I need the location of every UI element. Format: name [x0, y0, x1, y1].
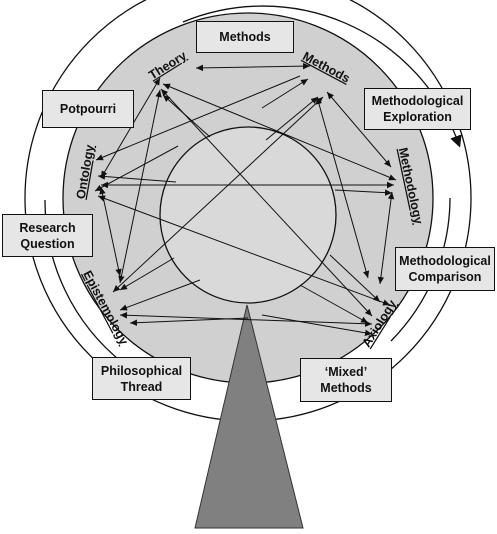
edge-arrow: [119, 312, 373, 327]
edges-group: [94, 62, 397, 336]
mixed-methods-box: ‘Mixed’ Methods: [300, 358, 392, 402]
research-question-box: Research Question: [2, 214, 93, 257]
edge-arrow: [265, 96, 319, 141]
philosophical-thread-box: Philosophical Thread: [92, 357, 191, 400]
edge-arrow: [119, 257, 175, 291]
edge-arrow: [334, 189, 393, 196]
inner-circle: [159, 126, 337, 304]
edge-arrow: [94, 145, 179, 192]
methodological-exploration-box: Methodological Exploration: [364, 88, 471, 130]
edge-arrow: [129, 317, 249, 326]
edge-arrow: [97, 173, 177, 183]
edge-arrow: [97, 195, 391, 306]
edge-arrow: [299, 284, 369, 324]
edge-arrow: [261, 314, 373, 336]
methods-box: Methods: [196, 21, 294, 53]
edge-arrow: [377, 191, 395, 285]
potpourri-box: Potpourri: [42, 90, 134, 128]
edge-arrow: [261, 78, 309, 109]
edge-arrow: [329, 254, 381, 303]
methodological-comparison-box: Methodological Comparison: [395, 247, 495, 291]
edge-arrow: [195, 62, 311, 72]
edge-arrow: [162, 94, 211, 138]
edge-arrow: [119, 279, 201, 311]
edge-arrow: [99, 186, 122, 277]
pointer-triangle: [194, 304, 304, 529]
